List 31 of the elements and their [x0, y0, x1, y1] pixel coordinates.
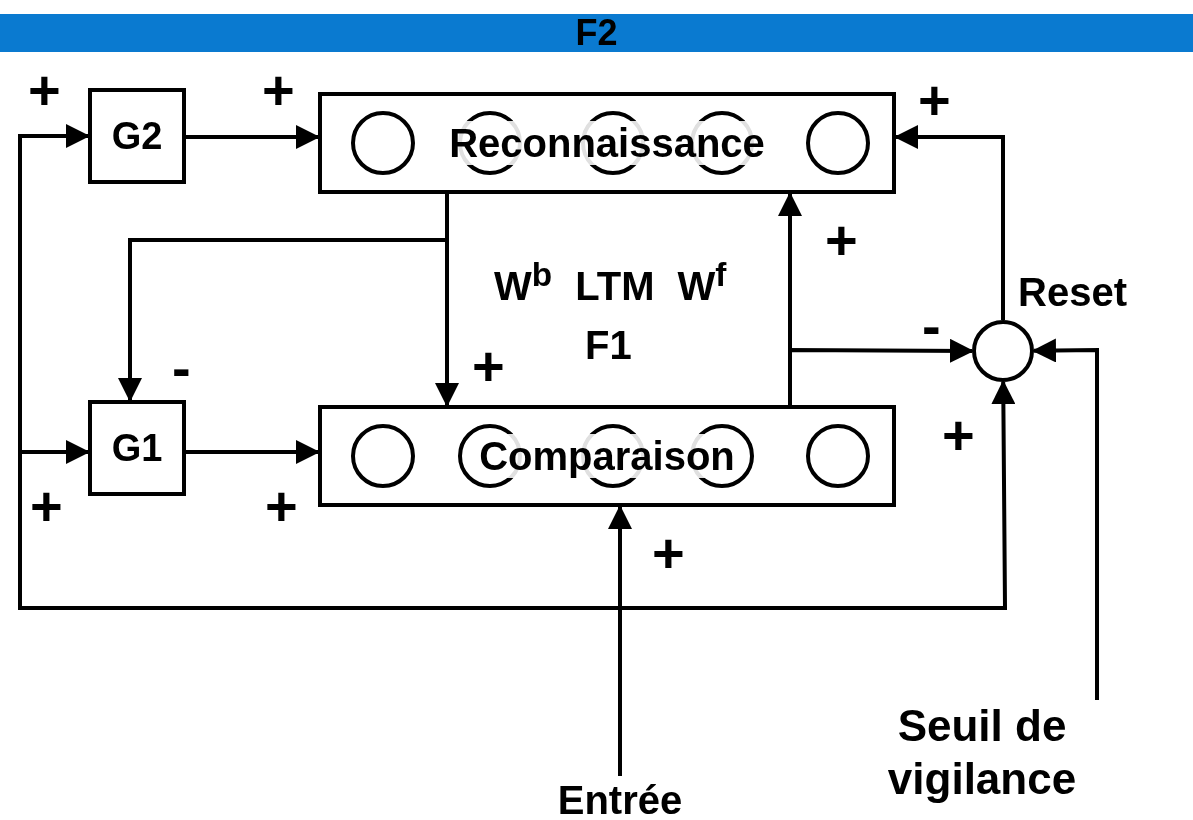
arrow: [186, 440, 320, 464]
arrow: [1032, 338, 1099, 700]
sign-label: -: [172, 340, 191, 396]
sign-label: +: [262, 62, 295, 118]
sign-label: +: [472, 338, 505, 394]
input-label: Seuil de vigilance: [862, 700, 1102, 810]
summing-junction: [972, 320, 1034, 382]
sign-label: +: [28, 62, 61, 118]
layer-box: [318, 92, 896, 194]
layer-box: [318, 405, 896, 507]
sign-label: -: [922, 298, 941, 354]
sign-label: +: [942, 407, 975, 463]
node-label: G1: [111, 429, 163, 467]
gain-control-box: [88, 400, 186, 496]
sign-label: +: [30, 478, 63, 534]
layer-label: F1: [585, 325, 632, 365]
node-label: G2: [111, 117, 163, 155]
title-bar: F2: [0, 14, 1193, 52]
arrow: [118, 194, 449, 402]
input-label: Entrée: [520, 776, 720, 820]
arrow: [18, 440, 622, 776]
arrow: [186, 125, 320, 149]
sign-label: +: [265, 478, 298, 534]
sign-label: +: [918, 72, 951, 128]
weight-label: W$^{b}$ LTM W$^{f}$: [494, 258, 727, 307]
sign-label: +: [652, 525, 685, 581]
arrow: [788, 338, 974, 405]
sign-label: +: [825, 212, 858, 268]
gain-control-box: [88, 88, 186, 184]
arrow: [894, 125, 1005, 320]
node-caption: Reset: [1018, 272, 1127, 312]
